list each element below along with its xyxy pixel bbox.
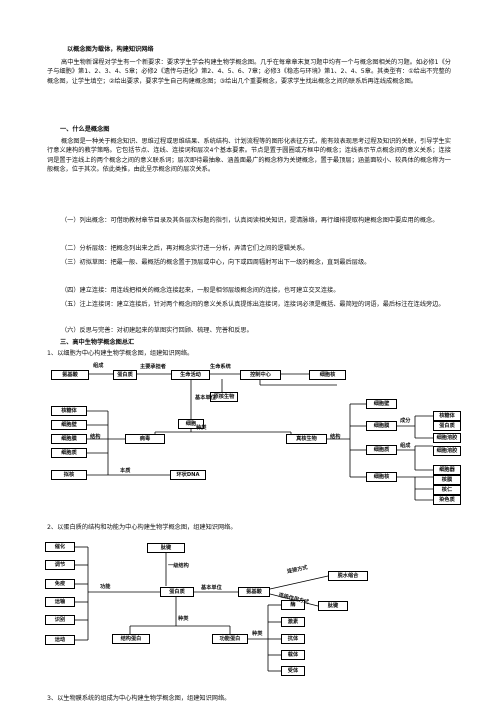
map1-cell-membrane-left-box: 细胞膜 bbox=[51, 434, 87, 444]
section3-title: 三、高中生物学概念图总汇 bbox=[60, 339, 135, 346]
map2-receptor-box: 受体 bbox=[281, 666, 305, 676]
map1-label-structure-right: 结构 bbox=[330, 434, 341, 440]
map2-label-kind: 种类 bbox=[178, 616, 189, 622]
map1-circular-dna-box: 环状DNA bbox=[170, 470, 206, 480]
map2-amino-acid-box: 氨基酸 bbox=[238, 587, 270, 597]
map2-peptide-top-box: 肽键 bbox=[147, 543, 185, 553]
step-3: （三）初拟草图：把最一般、最概括的概念置于顶层或中心，向下或四周辐射写出下一级的… bbox=[61, 259, 371, 266]
map2-transport-box: 运输 bbox=[45, 597, 75, 607]
section1-title: 一、什么是概念图 bbox=[60, 126, 110, 133]
item-1-caption: 1、以细胞为中心构建生物学概念图，组建知识网络。 bbox=[47, 350, 194, 357]
map2-label-function: 功能 bbox=[100, 584, 111, 590]
map2-antibody-box: 抗体 bbox=[281, 634, 305, 644]
map2-label-kind-2: 种类 bbox=[252, 631, 263, 637]
map1-label-kind: 种类 bbox=[196, 425, 207, 431]
map1-nuclear-membrane-box: 核膜 bbox=[433, 475, 461, 485]
map2-movement-box: 运动 bbox=[45, 635, 75, 645]
map1-cell-wall-right-box: 细胞壁 bbox=[366, 399, 397, 409]
map1-control-center-box: 控制中心 bbox=[240, 370, 281, 380]
map1-prokaryotic-cell-box: 病毒 bbox=[125, 434, 165, 444]
map1-lipid-box: 核糖体 bbox=[433, 411, 461, 421]
map2-regulation-box: 调节 bbox=[45, 560, 75, 570]
map1-nucleus-box: 细胞核 bbox=[309, 370, 346, 380]
map1-eukaryotic-cell-box: 真核生物 bbox=[286, 434, 327, 444]
map1-label-basic-unit: 基本单位 bbox=[195, 395, 216, 401]
map1-chromatin-box: 染色质 bbox=[433, 495, 461, 505]
item-2-caption: 2、以蛋白质的结构和功能为中心构建生物学概念图，组建知识网络。 bbox=[47, 524, 237, 531]
map1-label-composition-2: 组成 bbox=[400, 443, 411, 449]
map1-life-activity-box: 生命活动 bbox=[171, 370, 210, 380]
map2-dehydration-box: 脱水缩合 bbox=[328, 571, 368, 581]
map1-sugar-box: 细胞溶胶 bbox=[433, 433, 461, 443]
map1-label-main-bearer: 主要承担者 bbox=[140, 364, 166, 370]
map2-carrier-box: 载体 bbox=[281, 650, 305, 660]
map1-label-composition: 组成 bbox=[93, 363, 104, 369]
map1-label-essence: 本质 bbox=[120, 468, 131, 474]
map2-functional-protein-box: 功能蛋白 bbox=[212, 634, 248, 644]
step-1: （一）列出概念：可借助教材章节目录及其各层次标题的指引，认真阅读相关知识，提清脉… bbox=[61, 217, 439, 224]
step-2: （二）分析层级：把概念列出来之后，再对概念实行进一分析，弄清它们之间的逻辑关系。 bbox=[61, 245, 309, 252]
map1-organelle-box: 细胞器 bbox=[433, 465, 461, 475]
map1-cell-membrane-right-box: 细胞膜 bbox=[366, 421, 397, 431]
map1-nucleoid-box: 拟核 bbox=[51, 470, 87, 480]
map1-prokaryote-box: 原核生物 bbox=[210, 392, 238, 402]
map2-label-primary-structure: 一级结构 bbox=[168, 563, 189, 569]
map1-label-life-system: 生命系统 bbox=[210, 364, 231, 370]
map2-enzyme-box: 酶 bbox=[281, 600, 305, 610]
map1-cytoplasm-right-box: 细胞质 bbox=[366, 445, 397, 455]
map1-amino-acid-box: 氨基酸 bbox=[51, 370, 89, 380]
doc-title: 以概念图为载体，构建知识网络 bbox=[67, 46, 154, 53]
map2-label-basic-unit: 基本单位 bbox=[201, 585, 222, 591]
section1-body: 概念图是一种关于概念知识、思维过程或思维结果、系统结构、计划流程等的图形化表征方… bbox=[47, 138, 451, 173]
map1-protein-box: 蛋白质 bbox=[113, 370, 137, 380]
map2-hormone-box: 激素 bbox=[281, 617, 305, 627]
map1-cytosol-box: 细胞溶胶 bbox=[433, 446, 461, 456]
intro-paragraph: 高中生物新课程对学生有一个新要求：要求学生学会构建生物学概念图。几乎在每章章末复… bbox=[47, 59, 451, 85]
map1-cytoplasm-box: 细胞质 bbox=[51, 448, 87, 458]
map1-label-structure-left: 结构 bbox=[90, 434, 101, 440]
map1-protein-right-box: 蛋白质 bbox=[433, 421, 461, 431]
map1-label-component: 成分 bbox=[400, 418, 411, 424]
map2-structural-protein-box: 结构蛋白 bbox=[112, 634, 150, 644]
map1-ribosome-left-box: 核糖体 bbox=[51, 406, 87, 416]
map2-catalysis-box: 催化 bbox=[45, 542, 75, 552]
item-3-caption: 3、以生物膜系统的组成为中心构建生物学概念图，组建知识网络。 bbox=[47, 695, 231, 702]
map2-immunity-box: 免疫 bbox=[45, 579, 75, 589]
map2-protein-box: 蛋白质 bbox=[160, 587, 194, 597]
step-4: （四）建立连接：用连线把相关的概念连接起来，一般是相邻层级概念间的连接，也可建立… bbox=[61, 287, 340, 294]
map1-cell-box: 细胞 bbox=[178, 419, 204, 429]
step-6: （六）反思与完善：对初建起来的草图实行回顾、梳理、完善和反思。 bbox=[61, 327, 253, 334]
map2-recognition-box: 识别 bbox=[45, 615, 75, 625]
map1-nucleolus-box: 核仁 bbox=[433, 485, 461, 495]
map1-nucleus-right-box: 细胞核 bbox=[366, 472, 397, 482]
map1-cell-wall-box: 细胞壁 bbox=[51, 420, 87, 430]
step-5: （五）注上连接词：建立连接后，针对两个概念间的意义关系认真提炼出连接词，连接词必… bbox=[61, 301, 445, 308]
map2-peptide-bond-box: 肽键 bbox=[318, 601, 348, 611]
